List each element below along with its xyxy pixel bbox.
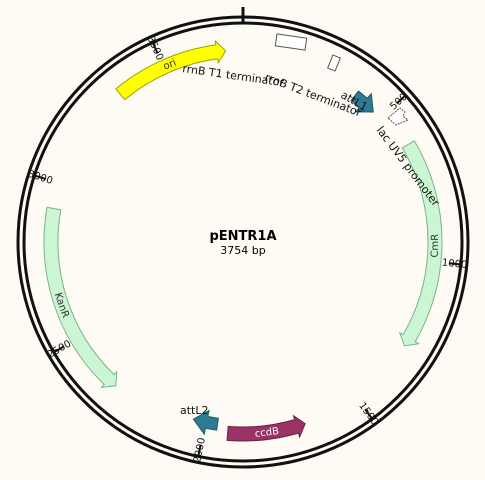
- cmr-label: CmR: [430, 234, 441, 258]
- attl2-feature-arrow: [192, 409, 219, 436]
- lac-uv5-promoter-label: lac UV5 promoter: [374, 124, 443, 209]
- ori-label: ori: [162, 57, 178, 72]
- tick-label: 2500: [46, 338, 74, 360]
- tick-mark: [448, 262, 461, 266]
- tick-mark: [34, 174, 47, 181]
- tick-mark: [364, 408, 374, 420]
- tick-mark: [151, 42, 159, 54]
- lac-uv5-promoter-shape: [387, 107, 409, 126]
- plasmid-size: 3754 bp: [220, 244, 265, 257]
- ori-feature-arrow: [115, 39, 227, 101]
- attl1-feature-arrow: [350, 90, 374, 113]
- tick-label: 2000: [192, 437, 208, 464]
- kanr-feature-arrow: [43, 206, 118, 389]
- cmr-feature-arrow: [398, 140, 443, 347]
- plasmid-name: pENTR1A: [209, 229, 276, 244]
- ccdb-label: ccdB: [254, 426, 280, 440]
- tick-mark: [197, 444, 202, 457]
- tick-mark: [53, 345, 65, 354]
- tick-mark: [396, 94, 407, 105]
- ccdb-feature-arrow: [226, 414, 306, 442]
- rrnb-t2-terminator-shape: [327, 54, 341, 72]
- backbone-inner-ring: [22, 21, 464, 463]
- tick-label: 1000: [441, 258, 467, 272]
- attl2-label: attL2: [180, 404, 209, 417]
- rrnb-t1-terminator-shape: [274, 33, 308, 51]
